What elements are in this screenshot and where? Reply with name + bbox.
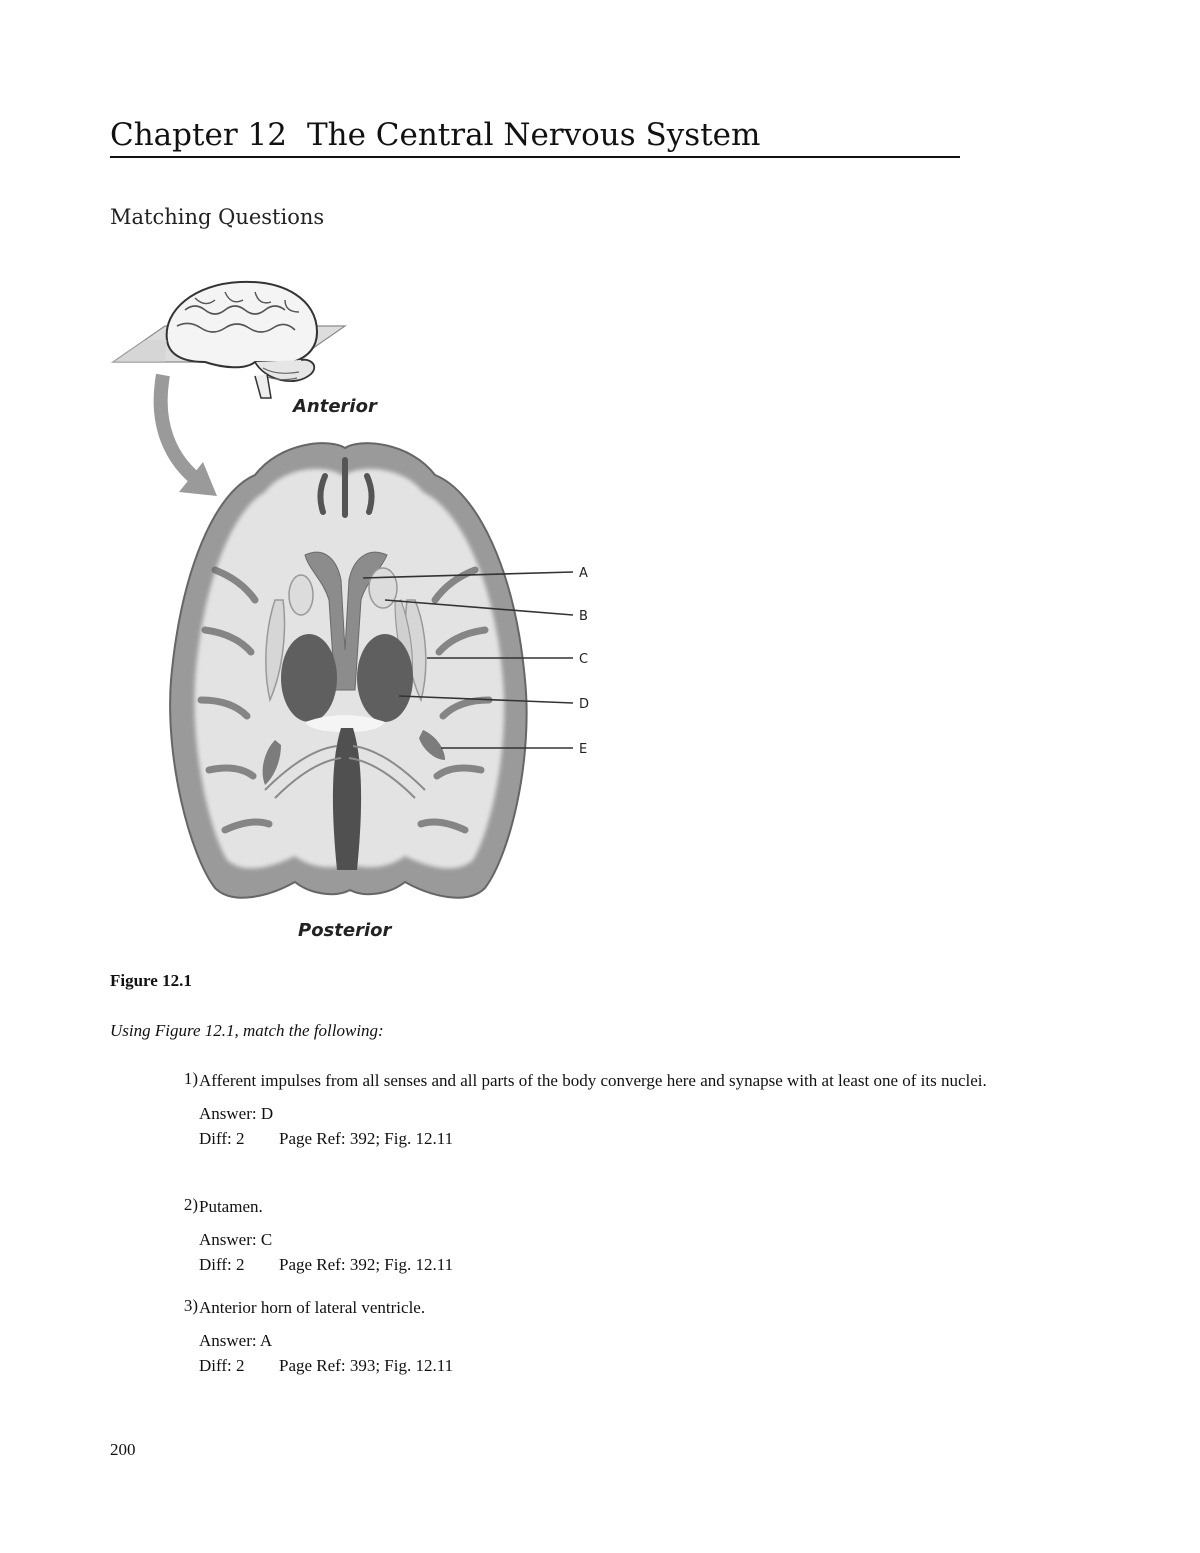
question-item: 2) Putamen. Answer: C Diff: 2 Page Ref: 3…	[172, 1195, 1002, 1277]
difficulty: Diff: 2	[199, 1129, 245, 1148]
difficulty-row: Diff: 2 Page Ref: 392; Fig. 12.11	[199, 1126, 1002, 1151]
question-item: 1) Afferent impulses from all senses and…	[172, 1069, 1002, 1151]
pointer-letter-b: B	[579, 609, 588, 624]
question-number: 2)	[183, 1195, 198, 1214]
chapter-number: Chapter 12	[110, 117, 287, 153]
difficulty: Diff: 2	[199, 1255, 245, 1274]
page-reference: Page Ref: 392; Fig. 12.11	[279, 1129, 454, 1148]
question-number: 1)	[183, 1069, 198, 1088]
section-title: Matching Questions	[110, 205, 325, 229]
horizontal-brain-section	[169, 442, 528, 899]
question-meta: Answer: D Diff: 2 Page Ref: 392; Fig. 12.…	[199, 1101, 1002, 1151]
pointer-letter-c: C	[579, 652, 588, 667]
question-text: Afferent impulses from all senses and al…	[199, 1071, 987, 1090]
answer-line: Answer: D	[199, 1104, 274, 1123]
page-reference: Page Ref: 393; Fig. 12.11	[279, 1356, 454, 1375]
chapter-name: The Central Nervous System	[306, 117, 761, 153]
question-item: 3) Anterior horn of lateral ventricle. A…	[172, 1296, 1002, 1378]
brain-section-illustration: Anterior	[111, 280, 589, 941]
brain-figure: Anterior	[105, 270, 605, 950]
figure-caption: Figure 12.1	[110, 971, 192, 990]
page-number: 200	[110, 1440, 136, 1459]
pointer-letter-d: D	[579, 697, 589, 712]
question-text: Anterior horn of lateral ventricle.	[199, 1298, 426, 1317]
chapter-title: Chapter 12 The Central Nervous System	[110, 114, 960, 158]
pointer-letter-a: A	[579, 566, 588, 581]
posterior-label: Posterior	[298, 920, 392, 941]
answer-line: Answer: A	[199, 1331, 273, 1350]
difficulty: Diff: 2	[199, 1356, 245, 1375]
pointer-letter-e: E	[579, 742, 587, 757]
question-meta: Answer: C Diff: 2 Page Ref: 392; Fig. 12.…	[199, 1227, 1002, 1277]
pointer-lines	[362, 571, 574, 749]
question-text: Putamen.	[199, 1197, 263, 1216]
question-meta: Answer: A Diff: 2 Page Ref: 393; Fig. 12.…	[199, 1328, 1002, 1378]
difficulty-row: Diff: 2 Page Ref: 392; Fig. 12.11	[199, 1252, 1002, 1277]
difficulty-row: Diff: 2 Page Ref: 393; Fig. 12.11	[199, 1353, 1002, 1378]
instruction-text: Using Figure 12.1, match the following:	[110, 1021, 384, 1040]
answer-line: Answer: C	[199, 1230, 273, 1249]
whole-brain-icon	[111, 280, 347, 399]
page-reference: Page Ref: 392; Fig. 12.11	[279, 1255, 454, 1274]
anterior-label: Anterior	[291, 396, 378, 417]
question-number: 3)	[183, 1296, 198, 1315]
